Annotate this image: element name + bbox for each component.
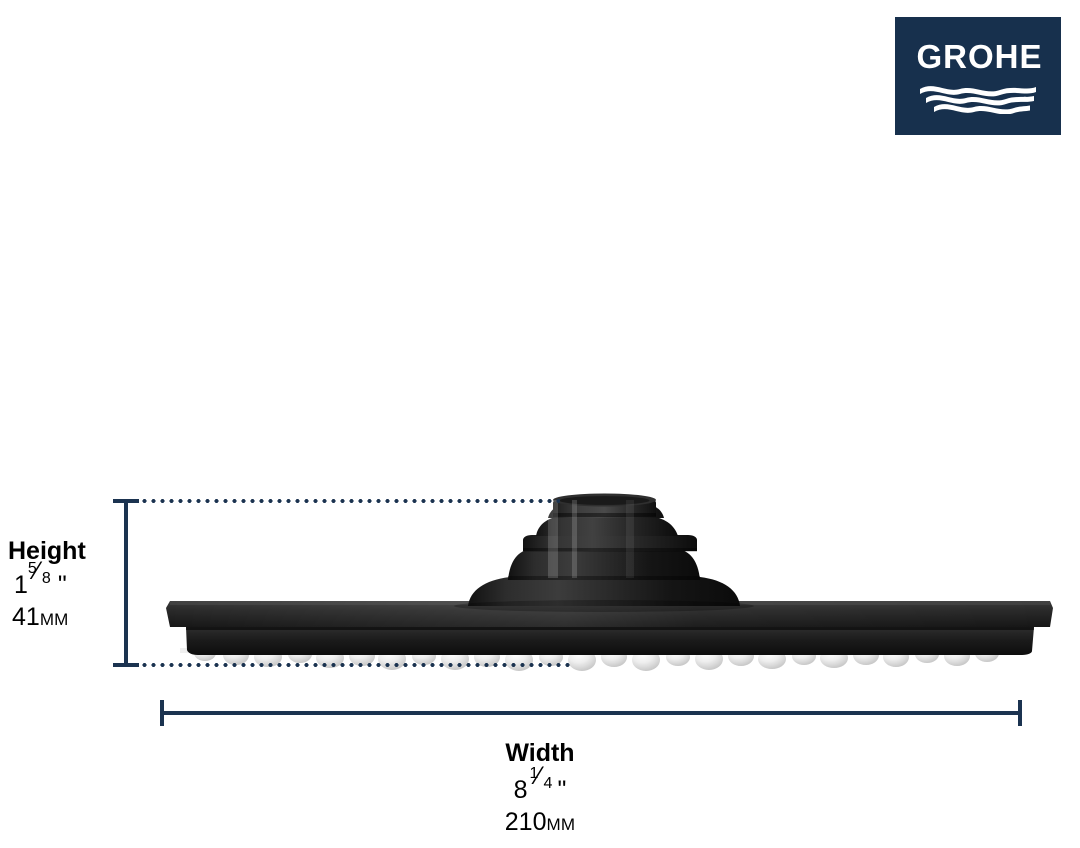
width-metric-unit: MM [546,815,576,834]
height-leader-top [140,499,560,503]
height-fraction: 5⁄8 [28,558,54,593]
width-inch-mark: " [557,775,567,804]
width-cap-right [1018,700,1022,726]
height-inch-mark: " [57,570,67,599]
height-imperial-whole: 1 [14,570,28,599]
height-fraction-slash: ⁄ [34,556,40,585]
height-cap-bottom [113,663,139,667]
hub-tier-2 [523,535,697,551]
height-cap-top [113,499,139,503]
hub-inlet-cap [553,493,656,507]
height-dimension-line [124,499,128,667]
width-fraction-slash: ⁄ [536,761,541,790]
hub-base-flange [468,577,740,606]
width-metric: 210MM [0,806,1080,839]
width-imperial-whole: 8 [513,775,528,804]
width-dimension-line [160,711,1022,715]
grohe-waves-icon [920,86,1036,114]
width-metric-value: 210 [504,808,547,836]
hub-tier-1 [508,548,700,580]
width-fraction: 1⁄4 [530,763,556,798]
height-leader-bottom [140,663,570,667]
width-fraction-numerator: 1 [529,764,539,782]
height-fraction-denominator: 8 [41,569,51,587]
shower-disc-rim [186,627,1034,655]
height-title: Height [8,537,86,565]
grohe-logo: GROHE [895,17,1061,135]
height-metric: 41MM [8,601,86,634]
width-cap-left [160,700,164,726]
height-metric-unit: MM [39,610,69,629]
shower-disc-top [166,601,1053,627]
height-fraction-numerator: 5 [27,559,37,577]
width-title: Width [505,739,575,767]
hub-tier-3 [536,516,678,536]
hub-inlet-cylinder [553,497,656,516]
width-fraction-denominator: 4 [543,774,553,792]
height-metric-value: 41 [12,603,40,631]
brand-wordmark: GROHE [916,38,1043,75]
hub-collar [548,504,664,518]
